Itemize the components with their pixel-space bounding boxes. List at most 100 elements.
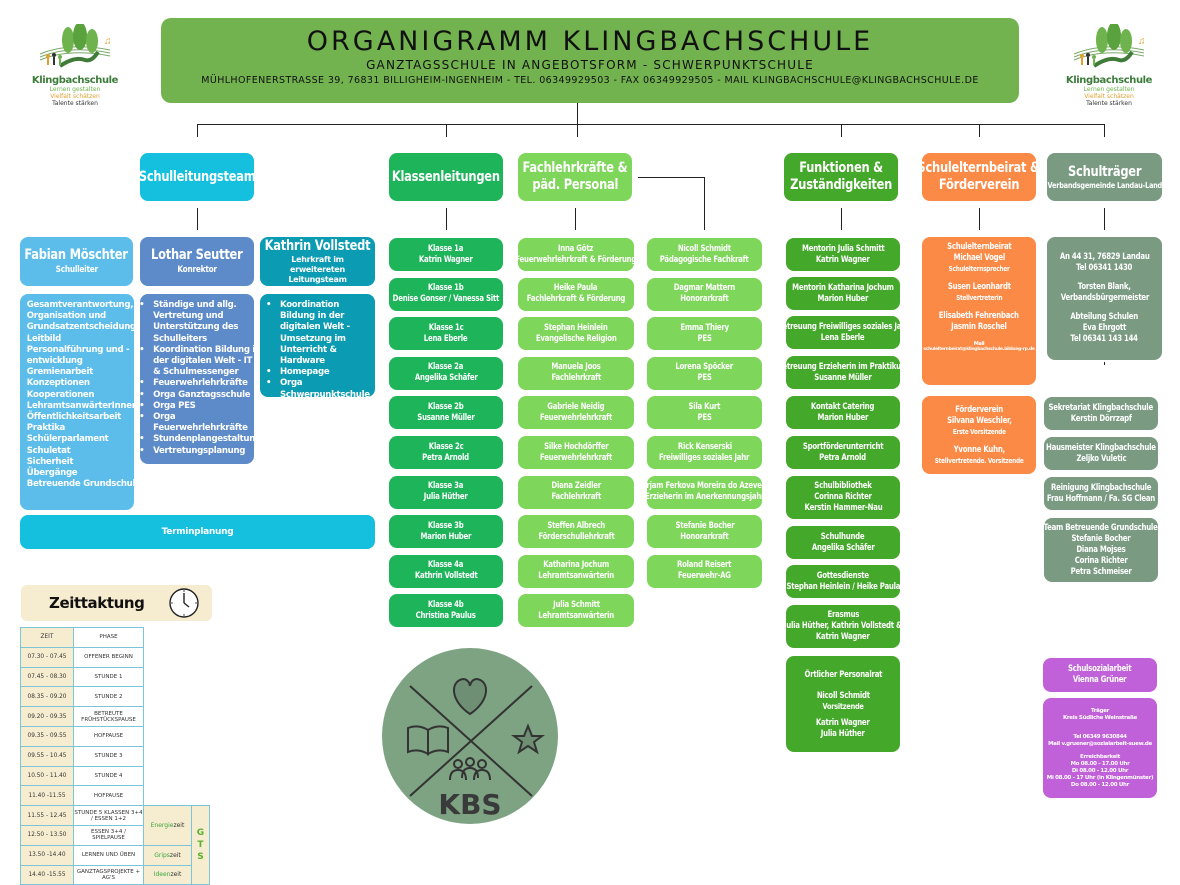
sozial-info-card[interactable]: Träger Kreis Südliche Weinstraße Tel 063… [1043,698,1157,798]
member-card[interactable]: Fabian Möschter Schulleiter [20,237,133,286]
seb-card[interactable]: Schulelternbeirat Michael Vogel Schulelt… [922,237,1036,385]
phase-cell: STUNDE 2 [73,686,144,708]
duty-item: Orga Schwerpunktschule und Förderung [260,378,375,412]
duties-list: Koordination Bildung in der digitalen We… [260,300,375,412]
card-line-2: Stephan Heinlein / Heike Paula [786,581,900,592]
terminplanung-label: Terminplanung [161,527,234,537]
fv-role: Stellvertretende. Vorsitzende [934,456,1024,465]
card-line-2: Susanne Müller [417,412,475,423]
schulleitung-title: Schulleitungsteam [138,168,256,185]
duty-item: Sicherheit [7,457,147,468]
sozial-header[interactable]: Schulsozialarbeit Vienna Grüner [1043,658,1157,692]
member-role: Konrektor [177,265,217,275]
traeger-info-card[interactable]: An 44 31, 76829 Landau Tel 06341 1430 To… [1047,237,1162,360]
fach-header[interactable]: Fachlehrkräfte & päd. Personal [518,153,632,201]
foerderverein-card[interactable]: Förderverein Silvana Weschler, Erste Vor… [922,396,1036,474]
duty-item: Orga Ganztagsschule [133,390,261,401]
card-line-1: Roland Reisert [677,560,732,571]
logo-tagline-3: Talente stärken [52,100,98,107]
fach-title-1: Fachlehrkräfte & [522,160,628,176]
personalrat-member: Julia Hüther [821,729,865,739]
member-name: Lothar Seutter [151,247,243,263]
connector-line [446,208,447,230]
card-line-2: Freiwilliges soziales Jahr [659,452,750,463]
card-line-1: Betreuung Erzieherin im Praktikum [777,361,909,372]
seb-mail-link[interactable]: schulelternbeirat@klingbachschule.bildun… [923,347,1035,352]
connector-line [1104,362,1105,365]
traeger-person: Eva Ehrgott [1082,323,1127,333]
team-betreuende-card[interactable]: Team Betreuende Grundschule Stefanie Boc… [1044,518,1158,582]
duty-item: Koordination Bildung in der digitalen We… [260,300,375,367]
eltern-header[interactable]: Schulelternbeirat & Förderverein [918,153,1040,201]
personalrat-card[interactable]: Örtlicher Personalrat Nicoll Schmidt Vor… [786,656,900,752]
card-line-1: Schulbibliothek [814,481,872,491]
card-line-2: Kerstin Dörrzapf [1070,413,1132,424]
sozial-mail-link[interactable]: Mail v.gruener@sozialarbeit-suew.de [1048,740,1152,747]
schulleitung-header[interactable]: Schulleitungsteam [138,153,256,201]
card-line-2: Marion Huber [420,531,472,542]
traeger-header[interactable]: Schulträger Verbandsgemeinde Landau-Land [1047,153,1162,201]
terminplanung-bar[interactable]: Terminplanung [20,515,375,549]
book-icon [407,725,449,756]
card-line-3: Kerstin Hammer-Nau [804,503,882,513]
member-role: Lehrkraft im erweitereten Leitungsteam [288,255,347,284]
connector-line [577,103,578,137]
card-line-1: Klasse 2b [428,401,464,412]
funktionen-header[interactable]: Funktionen & Zuständigkeiten [784,153,898,201]
time-cell: 13.50 -14.40 [20,844,74,866]
member-card[interactable]: Kathrin Vollstedt Lehrkraft im erweitere… [260,237,375,286]
klassen-header[interactable]: Klassenleitungen [389,153,503,201]
card-line-1: Steffen Albrech [547,520,605,531]
member-card[interactable]: Lothar Seutter Konrektor [140,237,254,286]
duty-item: Koordination Bildung in der digitalen We… [133,345,261,379]
member-role: Schulleiter [55,265,98,275]
time-cell: 12.50 - 13.50 [20,824,74,846]
seb-person: Elisabeth Fehrenbach [938,311,1020,321]
sozial-phone: Tel 06349 9630844 [1073,733,1127,740]
card-line-1: Mentorin Katharina Jochum [792,282,894,293]
phase-cell: STUNDE 5 KLASSEN 3+4 / ESSEN 1+2 [73,805,144,826]
